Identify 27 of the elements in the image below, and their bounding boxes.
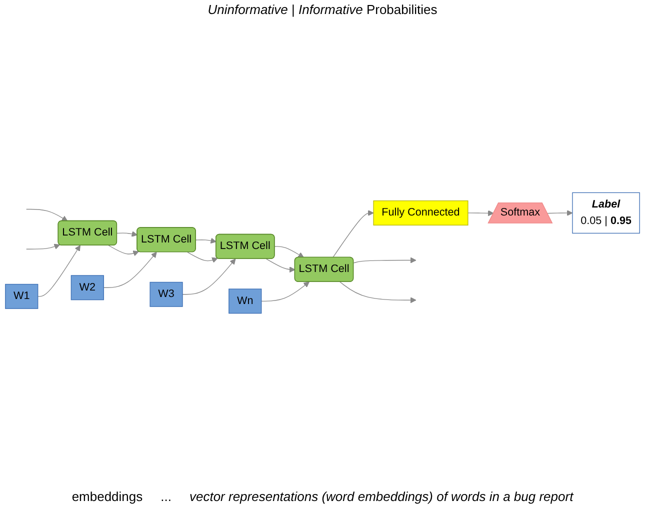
arrow	[261, 282, 310, 302]
node-box: W2	[70, 275, 104, 300]
arrow	[187, 252, 218, 263]
node-box: W1	[5, 284, 38, 309]
arrow	[340, 282, 416, 304]
probabilities-note: Uninformative | Informative Probabilities	[208, 2, 438, 17]
arrow	[38, 245, 80, 297]
arrow	[266, 258, 296, 273]
arrow	[116, 231, 138, 237]
arrow	[196, 238, 216, 244]
arrow	[108, 245, 139, 256]
arrow	[332, 210, 374, 258]
brace-note: vector representations (word embeddings) of words in a bug report	[189, 489, 574, 504]
arrow	[274, 246, 304, 258]
arrow	[547, 210, 573, 216]
arrow	[26, 244, 60, 250]
node-box: W3	[150, 282, 183, 307]
arrow	[468, 210, 494, 216]
arrow	[103, 252, 157, 288]
note: ...	[160, 489, 172, 504]
arrow	[182, 258, 236, 295]
node-box: Fully Connected	[373, 200, 468, 226]
note: embeddings	[72, 489, 143, 504]
arrow	[353, 257, 416, 264]
node-box: Wn	[228, 288, 262, 314]
arrow	[26, 208, 68, 222]
node-box: Label 0.05 | 0.95	[572, 192, 640, 234]
